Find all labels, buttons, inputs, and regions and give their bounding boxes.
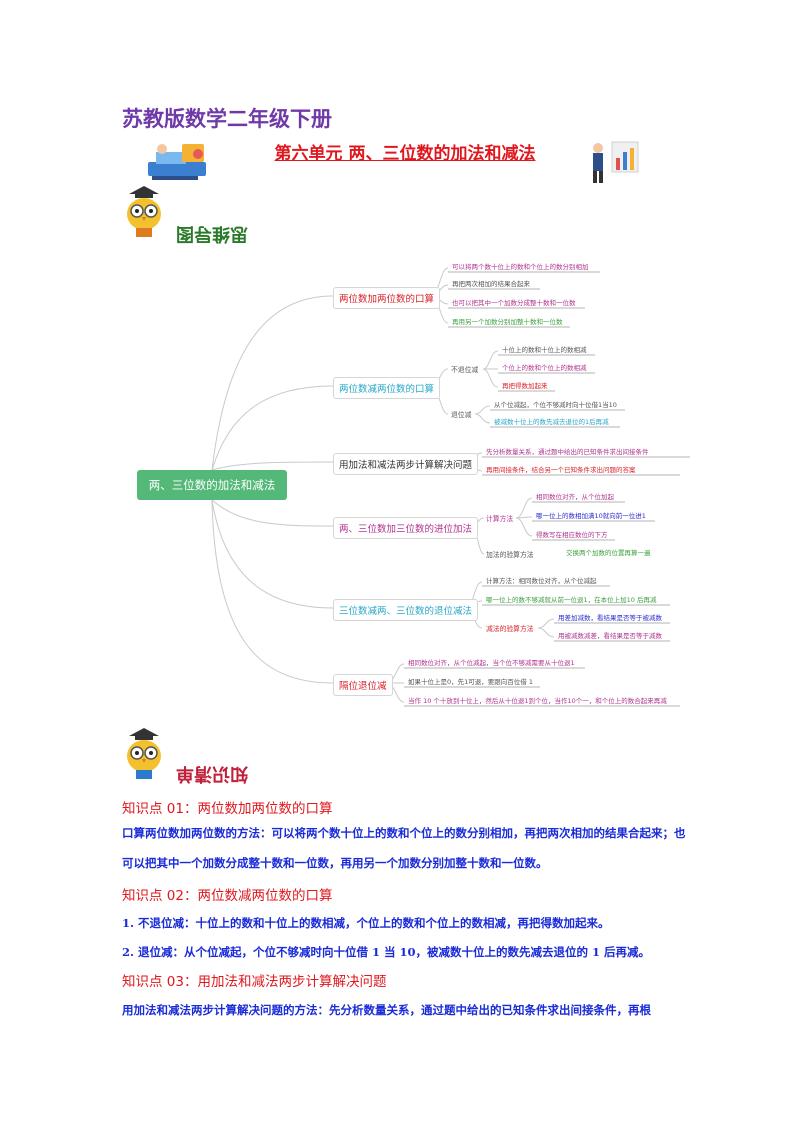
mindmap-leaf: 如果十位上是0，先1可退，要跟向百位借 1 xyxy=(408,678,533,686)
mindmap-sub-node: 加法的验算方法 xyxy=(486,551,534,559)
mindmap-leaf: 被减数十位上的数先减去退位的1后再减 xyxy=(494,418,609,426)
mindmap-leaf: 用被减数减差，看结果是否等于减数 xyxy=(558,632,662,640)
mindmap-leaf: 可以将两个数十位上的数和个位上的数分别相加 xyxy=(452,263,589,271)
study-illustration xyxy=(148,144,206,180)
branch-node-borrow-sub: 三位数减两、三位数的退位减法 xyxy=(333,599,479,621)
mindmap-leaf: 相同数位对齐，从个位减起，当个位不够减需要从十位退1 xyxy=(408,659,575,667)
mindmap-sub-node: 不退位减 xyxy=(451,366,479,374)
mindmap-leaf: 先分析数量关系，通过题中给出的已知条件求出间接条件 xyxy=(486,448,649,456)
mindmap-leaf: 用差加减数，看结果是否等于被减数 xyxy=(558,614,662,622)
mindmap-sub-node: 退位减 xyxy=(451,411,472,419)
branch-node-two-step: 用加法和减法两步计算解决问题 xyxy=(333,453,479,475)
mindmap-leaf: 也可以把其中一个加数分成整十数和一位数 xyxy=(452,299,576,307)
knowledge-point-heading: 知识点 02：两位数减两位数的口算 xyxy=(122,888,333,904)
mindmap-leaf: 再把得数加起来 xyxy=(502,382,548,390)
knowledge-point-heading: 知识点 03：用加法和减法两步计算解决问题 xyxy=(122,974,387,990)
book-title: 苏教版数学二年级下册 xyxy=(122,106,332,131)
unit-title: 第六单元 两、三位数的加法和减法 xyxy=(274,144,536,164)
mindmap-leaf: 相同数位对齐，从个位加起 xyxy=(536,493,614,501)
mindmap-leaf: 从个位减起，个位不够减时向十位借1当10 xyxy=(494,401,617,409)
mindmap-leaf: 得数写在相应数位的下方 xyxy=(536,531,608,539)
branch-node-sub-2digit: 两位数减两位数的口算 xyxy=(333,377,441,399)
mindmap-sub-node: 减法的验算方法 xyxy=(486,625,534,633)
mindmap-leaf: 计算方法：相同数位对齐，从个位减起 xyxy=(486,577,597,585)
knowledge-point-heading: 知识点 01：两位数加两位数的口算 xyxy=(122,801,333,817)
branch-node-carry-add: 两、三位数加三位数的进位加法 xyxy=(333,517,479,539)
knowledge-point-body: 用加法和减法两步计算解决问题的方法：先分析数量关系，通过题中给出的已知条件求出间… xyxy=(122,1003,651,1017)
mindmap-leaf: 再用间接条件，结合另一个已知条件求出问题的答案 xyxy=(486,466,636,474)
owl-mascot-icon xyxy=(127,728,161,779)
mindmap-leaf: 个位上的数和个位上的数相减 xyxy=(502,364,587,372)
branch-node-skip-borrow: 隔位退位减 xyxy=(333,674,393,696)
mindmap-leaf: 再用另一个加数分别加整十数和一位数 xyxy=(452,318,563,326)
chart-illustration xyxy=(593,141,639,183)
mindmap-center-node: 两、三位数的加法和减法 xyxy=(137,470,287,500)
mindmap-leaf: 哪一位上的数相加满10就向前一位进1 xyxy=(536,512,646,520)
knowledge-section-title: 知识清单 xyxy=(176,763,248,784)
branch-node-add-2digit: 两位数加两位数的口算 xyxy=(333,287,441,309)
mindmap-leaf: 交换两个加数的位置再算一遍 xyxy=(566,549,651,557)
mindmap-sub-node: 计算方法 xyxy=(486,515,514,523)
knowledge-point-item: 1. 不退位减：十位上的数和十位上的数相减，个位上的数和个位上的数相减，再把得数… xyxy=(122,916,610,930)
knowledge-point-body: 口算两位数加两位数的方法：可以将两个数十位上的数和个位上的数分别相加，再把两次相… xyxy=(122,826,686,870)
mindmap-leaf: 十位上的数和十位上的数相减 xyxy=(502,346,587,354)
knowledge-point-item: 2. 退位减：从个位减起，个位不够减时向十位借 1 当 10，被减数十位上的数先… xyxy=(122,945,651,959)
owl-mascot-icon xyxy=(127,186,161,237)
mindmap-leaf: 哪一位上的数不够减就从前一位退1，在本位上加10 后再减 xyxy=(486,596,657,604)
mindmap-leaf: 再把两次相加的结果合起来 xyxy=(452,280,530,288)
mindmap-leaf: 当作 10 个十放到十位上，然后从十位退1到个位，当作10个一，和个位上的数合起… xyxy=(408,697,667,705)
